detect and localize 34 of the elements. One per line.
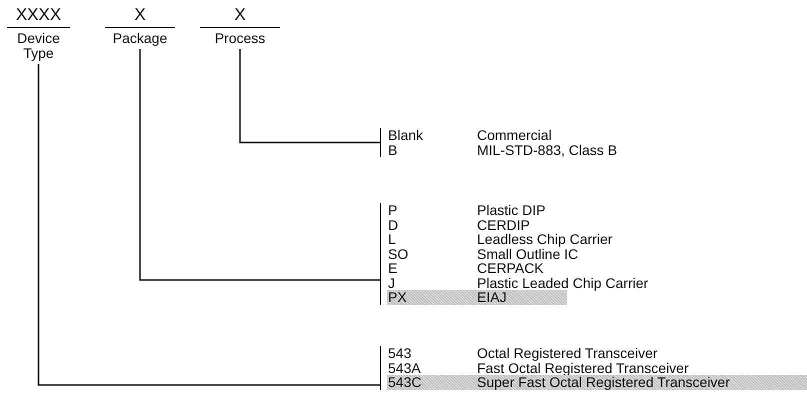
option-code: B (388, 142, 398, 157)
fill-in-line: XXXX (7, 4, 70, 28)
option-description: Plastic Leaded Chip Carrier (477, 276, 648, 290)
option-code: 543C (388, 375, 422, 390)
option-description: Commercial (477, 128, 552, 142)
option-code: J (388, 276, 395, 290)
option-code: P (388, 203, 398, 218)
option-code: SO (388, 246, 408, 261)
option-description: CERDIP (477, 218, 530, 232)
field-label: Package (112, 31, 168, 46)
field-label: Process (214, 31, 266, 46)
option-description: Leadless Chip Carrier (477, 232, 612, 246)
option-description: EIAJ (477, 290, 507, 304)
option-description: Plastic DIP (477, 203, 546, 218)
option-description: Small Outline IC (477, 246, 578, 261)
option-description: CERPACK (477, 261, 544, 276)
option-code: L (388, 232, 396, 246)
option-description: Octal Registered Transceiver (477, 346, 658, 360)
field-label: Device Type (16, 31, 61, 61)
connector-line (239, 49, 380, 144)
connector-line (38, 64, 380, 386)
connector-line (139, 49, 380, 281)
option-code: 543 (388, 346, 412, 360)
fill-in-line: X (200, 4, 280, 28)
option-description: Fast Octal Registered Transceiver (477, 360, 689, 375)
option-code: 543A (388, 360, 421, 375)
option-code: Blank (388, 128, 424, 142)
fill-in-line: X (105, 4, 175, 28)
option-code: D (388, 218, 398, 232)
option-code: E (388, 261, 398, 276)
option-code: PX (388, 290, 407, 304)
option-description: Super Fast Octal Registered Transceiver (477, 375, 730, 390)
bracket-list (380, 346, 807, 390)
option-description: MIL-STD-883, Class B (477, 142, 618, 157)
